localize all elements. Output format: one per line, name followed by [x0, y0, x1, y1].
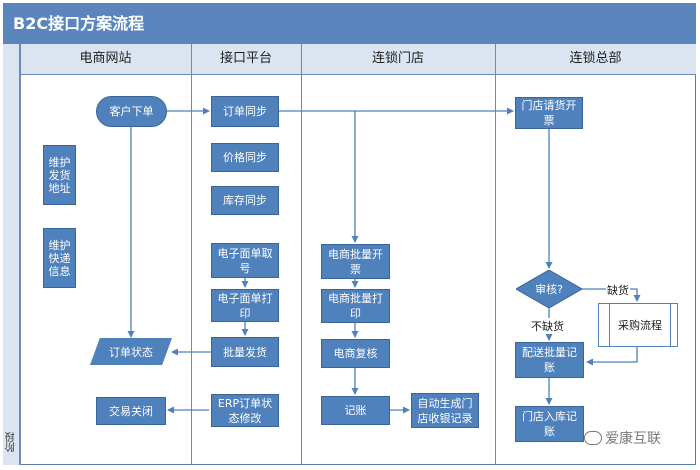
diagram-frame — [3, 3, 696, 465]
node-store-inbound: 门店入库记账 — [515, 406, 584, 442]
lane-divider — [20, 44, 21, 465]
lane-header-interface: 接口平台 — [219, 51, 272, 66]
node-waybill-fetch: 电子面单取号 — [211, 243, 279, 278]
decision-audit: 审核? — [516, 270, 582, 308]
edge-label-shortage: 缺货 — [606, 282, 630, 298]
node-batch-ship: 批量发货 — [211, 337, 279, 367]
node-store-request: 门店请货开票 — [515, 97, 583, 129]
decision-audit-label: 审核? — [535, 283, 563, 296]
decision-shape — [516, 270, 582, 308]
stage-column — [3, 44, 20, 465]
data-order-status: 订单状态 — [90, 338, 172, 365]
edge-label-no-shortage: 不缺货 — [530, 318, 565, 334]
lane-header-store: 连锁门店 — [371, 51, 424, 66]
lane-divider — [301, 44, 302, 465]
lane-header-hq: 连锁总部 — [569, 51, 622, 66]
node-price-sync: 价格同步 — [211, 143, 279, 172]
header-separator — [20, 74, 696, 75]
node-bookkeep: 记账 — [321, 396, 390, 425]
node-waybill-print: 电子面单打印 — [211, 289, 279, 322]
lane-divider — [495, 44, 496, 465]
subprocess-purchase: 采购流程 — [598, 303, 678, 347]
subprocess-purchase-label: 采购流程 — [609, 304, 671, 346]
node-auto-receipt: 自动生成门店收银记录 — [411, 393, 479, 428]
node-ec-review: 电商复核 — [321, 339, 390, 368]
node-delivery-post: 配送批量记账 — [515, 342, 584, 378]
node-maintain-address: 维护发货地址 — [43, 145, 76, 205]
diagram-title: B2C接口方案流程 — [3, 3, 696, 44]
node-erp-status: ERP订单状态修改 — [211, 394, 279, 427]
start-customer-order: 客户下单 — [96, 96, 167, 127]
node-stock-sync: 库存同步 — [211, 186, 279, 215]
node-trade-close: 交易关闭 — [96, 397, 166, 425]
watermark-text: 爱康互联 — [605, 431, 661, 447]
watermark: 爱康互联 — [584, 428, 661, 448]
node-maintain-express: 维护快递信息 — [43, 228, 76, 288]
wechat-logo-icon — [584, 431, 602, 445]
node-order-sync: 订单同步 — [211, 96, 279, 127]
node-batch-print: 电商批量打印 — [321, 289, 390, 323]
node-batch-invoice: 电商批量开票 — [321, 244, 390, 279]
lane-header-ecommerce: 电商网站 — [79, 51, 132, 66]
lane-divider — [191, 44, 192, 465]
lane-header-row — [3, 44, 696, 74]
